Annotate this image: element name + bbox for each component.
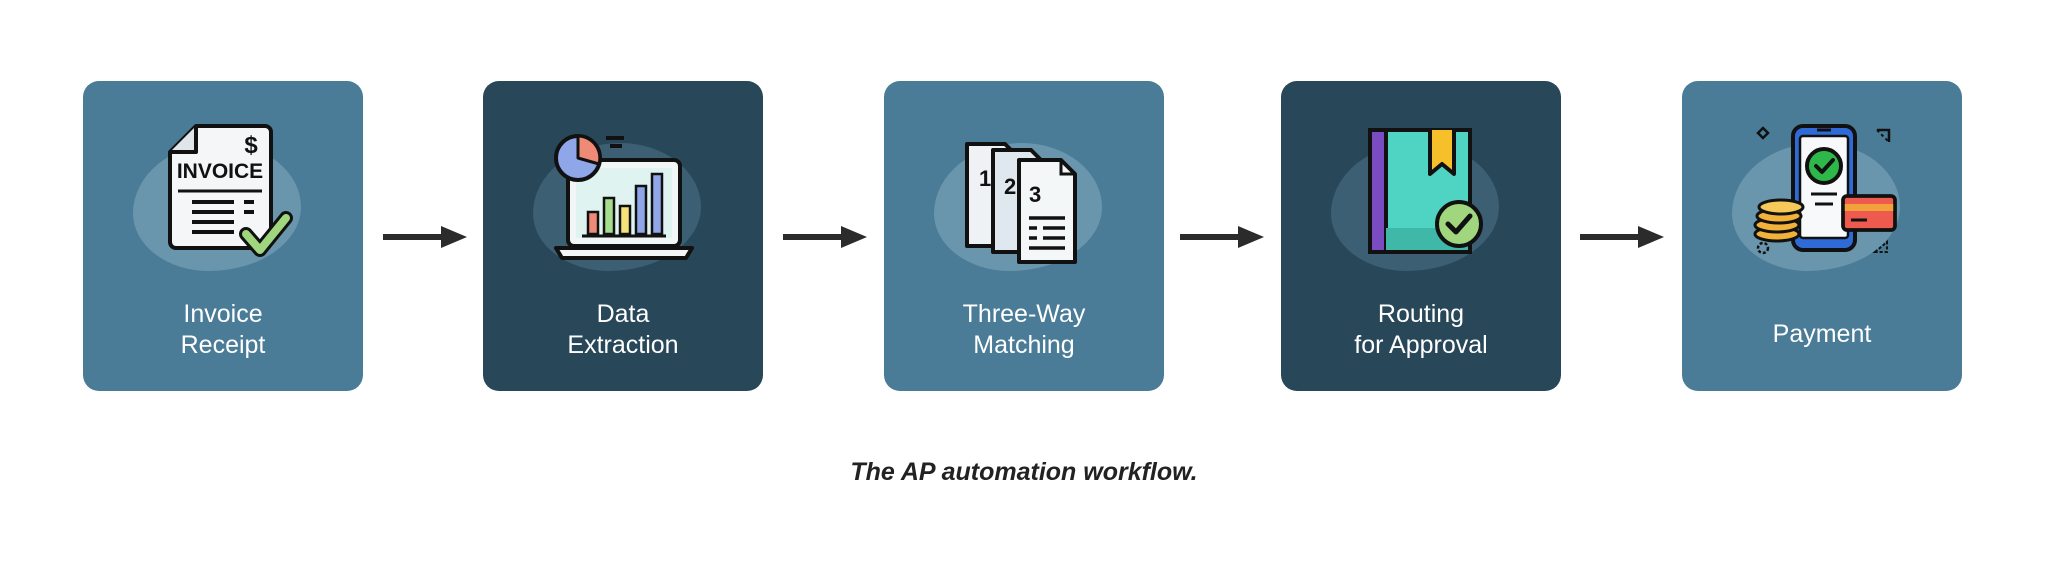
step-card-payment: Payment [1682, 81, 1962, 391]
step-label: Invoice Receipt [180, 300, 266, 359]
document-number: 1 [979, 166, 991, 191]
figure-caption: The AP automation workflow. [850, 458, 1198, 486]
arrow-right-icon [1580, 226, 1664, 248]
step-card-routing-for-approval: Routing for Approval [1281, 81, 1561, 391]
invoice-heading: INVOICE [177, 160, 263, 183]
step-card-invoice-receipt: $ INVOICE Invoice Receipt [83, 81, 363, 391]
document-number: 2 [1004, 174, 1016, 199]
step-label: Payment [1772, 320, 1872, 348]
laptop-chart-icon [554, 134, 694, 260]
step-card-data-extraction: Data Extraction [483, 81, 763, 391]
approval-book-icon [1368, 128, 1483, 254]
step-label: Routing for Approval [1354, 300, 1488, 359]
invoice-check-icon: $ INVOICE [168, 124, 293, 257]
arrow-right-icon [783, 226, 867, 248]
document-number: 3 [1029, 182, 1041, 207]
dollar-sign: $ [244, 132, 258, 159]
numbered-documents-icon: 1 2 3 [965, 142, 1077, 264]
step-card-three-way-matching: 1 2 3 Three-Way Matching [884, 81, 1164, 391]
step-label: Data Extraction [567, 300, 679, 359]
arrow-right-icon [1180, 226, 1264, 248]
mobile-payment-icon [1753, 124, 1897, 255]
step-label: Three-Way Matching [962, 300, 1086, 359]
arrow-right-icon [383, 226, 467, 248]
